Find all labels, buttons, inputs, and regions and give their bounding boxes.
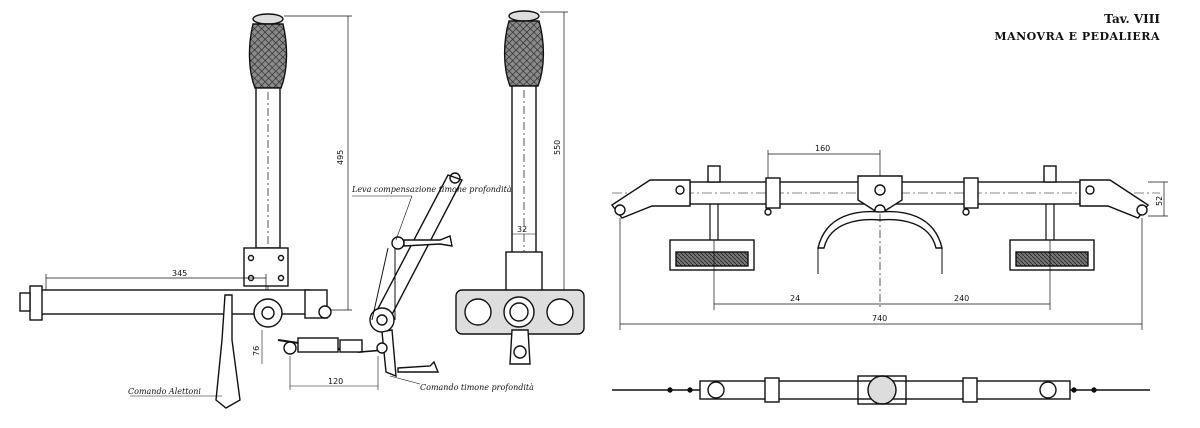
dim-height-label: 495 [336,150,345,165]
pedal-left-arm [610,179,691,219]
front-stick-grip [503,10,545,87]
dim-front-height [540,11,568,290]
dim-front-width-label: 32 [517,225,527,234]
note-elevator-label: Comando timone profondità [420,383,534,392]
dim-top-span-label: 160 [815,144,830,153]
dim-front-height-label: 550 [553,140,562,155]
aileron-lever [215,294,241,409]
dim-height-495 [284,15,352,311]
dim-offset-label: 76 [252,346,261,356]
dim-length-label: 345 [172,269,187,278]
stick-grip [248,13,288,89]
plate-title: MANOVRA E PEDALIERA [994,30,1160,43]
dim-height-label-right: 52 [1155,196,1164,206]
front-view-drawing: 550 32 [455,10,585,365]
side-view-drawing: 495 345 76 120 [19,13,463,409]
pivot-hub [253,298,283,328]
pedal-left [669,239,755,271]
pedal-right [1009,239,1095,271]
pedal-assembly-drawing: 160 24 240 740 52 [610,144,1168,330]
pedal-right-arm [1079,179,1150,219]
dim-total-label: 740 [872,314,887,323]
dim-lower-length-label: 120 [328,377,343,386]
dim-length-345 [45,274,267,290]
dim-left-span-label: 24 [790,294,800,303]
compensation-lever [371,174,463,327]
pedal-top-view-drawing [612,375,1150,405]
torque-tube [19,285,332,321]
dim-right-span-label: 240 [954,294,969,303]
note-lever-label: Leva compensazione timone profondità [351,185,512,194]
note-ailerons-label: Comando Alettoni [128,387,201,396]
plate-number: Tav. VIII [1104,12,1160,26]
plate-caption: Tav. VIII MANOVRA E PEDALIERA [994,12,1160,43]
